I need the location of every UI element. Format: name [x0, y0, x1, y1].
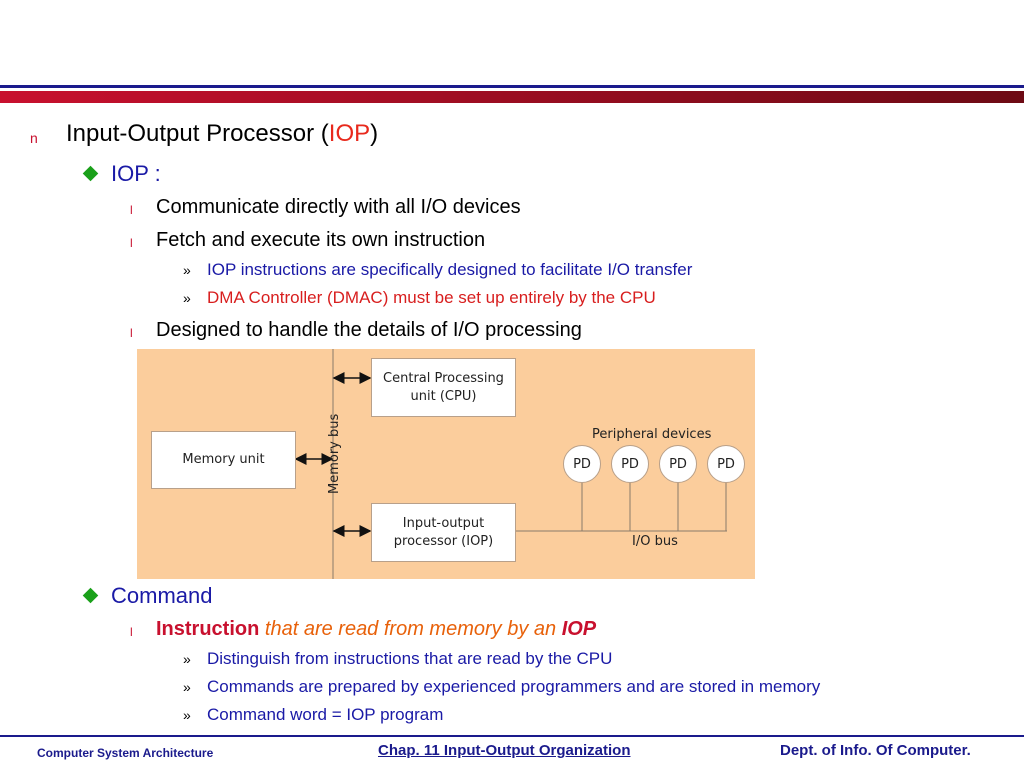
heading-highlight: IOP [328, 120, 371, 147]
sub-list-item: Command word = IOP program [207, 705, 444, 724]
level3-bullet: l [130, 625, 133, 639]
instruction-bold-end: IOP [561, 618, 597, 640]
level4-bullet: » [183, 651, 191, 667]
section-heading-command: Command [111, 583, 213, 608]
memory-unit-box: Memory unit [151, 431, 296, 489]
header-red-rule [0, 91, 1024, 103]
footer-right-text: Dept. of Info. Of Computer. [780, 742, 971, 759]
footer-left-text: Computer System Architecture [37, 746, 214, 760]
instruction-bold-word: Instruction [156, 618, 260, 640]
sub-list-item: Distinguish from instructions that are r… [207, 649, 613, 668]
level1-bullet: n [30, 130, 38, 146]
heading-suffix: ) [370, 120, 379, 147]
footer-center-text: Chap. 11 Input-Output Organization [378, 742, 631, 759]
level4-bullet: » [183, 679, 191, 695]
slide-heading: Input-Output Processor (IOP) [66, 120, 378, 148]
iop-box: Input-output processor (IOP) [371, 503, 516, 562]
sub-list-item: DMA Controller (DMAC) must be set up ent… [207, 288, 656, 307]
level3-bullet: l [130, 326, 133, 340]
list-item: Fetch and execute its own instruction [156, 229, 486, 251]
instruction-item: Instruction that are read from memory by… [156, 618, 596, 641]
diamond-bullet-icon [82, 165, 99, 182]
level4-bullet: » [183, 262, 191, 278]
cpu-box: Central Processing unit (CPU) [371, 358, 516, 417]
memory-bus-label: Memory bus [327, 413, 342, 494]
heading-prefix: Input-Output Processor ( [66, 120, 329, 147]
sub-list-item: IOP instructions are specifically design… [207, 260, 693, 279]
sub-list-item: Commands are prepared by experienced pro… [207, 677, 821, 696]
instruction-italic-text: that are read from memory by an [259, 618, 562, 640]
diamond-bullet-icon [82, 587, 99, 604]
peripheral-device-circle: PD [707, 445, 745, 483]
level4-bullet: » [183, 707, 191, 723]
header-blue-rule [0, 85, 1024, 88]
level4-bullet: » [183, 290, 191, 306]
level3-bullet: l [130, 203, 133, 217]
iop-block-diagram: Central Processing unit (CPU) Memory uni… [137, 349, 755, 579]
footer-rule [0, 735, 1024, 737]
peripheral-device-circle: PD [659, 445, 697, 483]
level3-bullet: l [130, 236, 133, 250]
list-item: Communicate directly with all I/O device… [156, 196, 521, 218]
io-bus-label: I/O bus [632, 534, 678, 549]
peripheral-device-circle: PD [611, 445, 649, 483]
section-heading-iop: IOP : [111, 161, 161, 186]
peripheral-devices-label: Peripheral devices [592, 427, 712, 442]
peripheral-device-circle: PD [563, 445, 601, 483]
diagram-connectors [294, 349, 727, 579]
list-item: Designed to handle the details of I/O pr… [156, 319, 582, 341]
